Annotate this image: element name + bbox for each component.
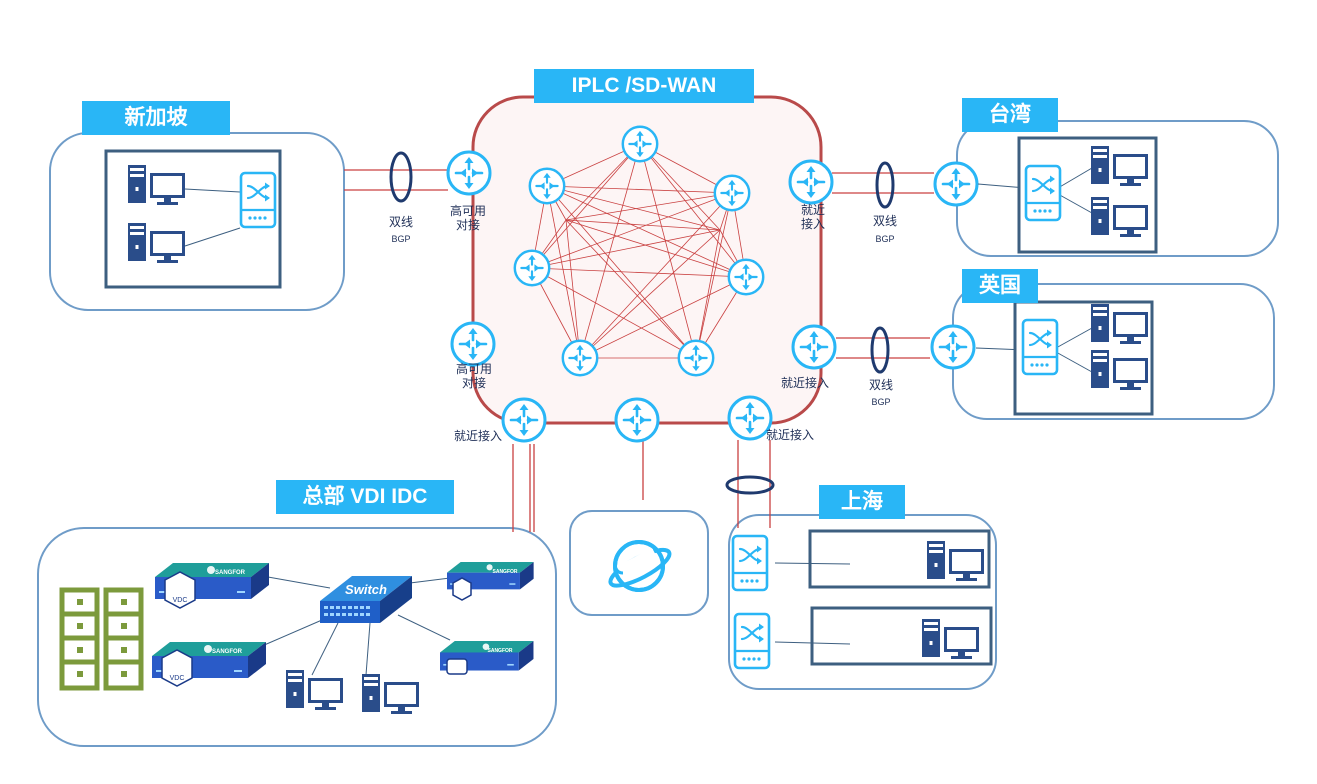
mesh-link-line	[531, 229, 721, 269]
ha-access-label-hq: 高可用 对接	[455, 362, 492, 390]
mesh-router-icon	[528, 167, 566, 205]
mesh-router-icon	[513, 249, 551, 287]
router-icon-taiwan-edge	[788, 159, 834, 205]
mesh-link-line	[531, 267, 747, 278]
bgp-ring-shanghai	[725, 475, 775, 495]
nearby-access-label-shanghai: 就近接入	[765, 428, 814, 442]
switch-label: Switch	[345, 582, 387, 597]
mesh-link-line	[579, 276, 747, 359]
singapore-title: 新加坡	[82, 101, 230, 135]
dual-line-label-singapore: 双线	[388, 215, 413, 229]
mesh-link-line	[531, 192, 733, 269]
mesh-link-line	[565, 219, 721, 231]
mesh-link-line	[546, 185, 581, 359]
nearby-access-label-hq: 就近接入	[453, 429, 502, 443]
taiwan-title: 台湾	[962, 98, 1058, 132]
router-icon-uk-edge	[791, 324, 837, 370]
internet-globe-icon	[608, 540, 672, 592]
mesh-link-line	[579, 192, 733, 359]
bgp-ring-taiwan	[875, 161, 895, 209]
gateway-icon-taiwan	[1024, 164, 1062, 222]
uk-title: 英国	[962, 269, 1038, 303]
mesh-link-line	[565, 219, 697, 359]
shanghai-title: 上海	[819, 485, 905, 519]
gateway-icon-shanghai-1	[731, 534, 769, 592]
mesh-router-icon	[621, 125, 659, 163]
vdc-label-2: VDC	[170, 675, 185, 682]
bgp-ring-uk	[870, 326, 890, 374]
mesh-link-line	[639, 143, 721, 231]
mesh-link-line	[639, 143, 747, 278]
mesh-router-icon	[561, 339, 599, 377]
hq-lan-links	[261, 576, 451, 676]
router-icon-hq-ha	[450, 321, 496, 367]
mesh-link-line	[546, 185, 733, 194]
hq-title: 总部 VDI IDC	[276, 480, 454, 514]
external-links	[344, 169, 934, 532]
nearby-access-label-taiwan: 就近 接入	[800, 203, 825, 231]
mesh-link-line	[531, 143, 641, 269]
nearby-access-label-uk: 就近接入	[780, 376, 829, 390]
mesh-link-line	[546, 185, 721, 231]
mesh-link-line	[579, 229, 721, 359]
ha-access-label-singapore: 高可用 对接	[449, 204, 486, 232]
vdc-badge-icon	[161, 571, 472, 687]
mesh-router-icon	[677, 339, 715, 377]
mesh-link-line	[531, 267, 697, 359]
bgp-label-taiwan: BGP	[875, 234, 895, 244]
mesh-links	[531, 143, 747, 359]
gateway-icon-uk	[1021, 318, 1059, 376]
vendor-label-1: SANGFOR	[215, 570, 246, 576]
bgp-ring-singapore	[389, 151, 413, 203]
router-icon-uk-branch	[930, 324, 976, 370]
mesh-link-line	[565, 219, 747, 278]
mesh-router-icon	[713, 174, 751, 212]
bgp-label-uk: BGP	[871, 397, 891, 407]
mesh-link-line	[546, 185, 747, 278]
mesh-router-icon	[727, 258, 765, 296]
gateway-icon-shanghai-2	[733, 612, 771, 670]
dual-line-label-uk: 双线	[868, 378, 893, 392]
bgp-label-singapore: BGP	[391, 234, 411, 244]
mesh-link-line	[565, 219, 581, 359]
gateway-icon-singapore	[239, 171, 277, 229]
vendor-label-4: SANGFOR	[488, 648, 513, 654]
storage-rack-icon	[59, 587, 144, 691]
core-switch-icon	[320, 576, 412, 623]
vendor-label-2: SANGFOR	[212, 649, 243, 655]
vdc-label-1: VDC	[173, 597, 188, 604]
router-icon-singapore-edge	[446, 150, 492, 196]
router-icon-taiwan-branch	[933, 161, 979, 207]
mesh-link-line	[695, 229, 721, 359]
core-title: IPLC /SD-WAN	[534, 69, 754, 103]
router-icon-hq-nearby	[501, 397, 547, 443]
mesh-link-line	[565, 192, 733, 221]
vendor-label-3: SANGFOR	[493, 569, 518, 575]
router-icon-internet	[614, 397, 660, 443]
mesh-link-line	[639, 143, 697, 359]
dual-line-label-taiwan: 双线	[872, 214, 897, 228]
mesh-link-line	[579, 143, 641, 359]
